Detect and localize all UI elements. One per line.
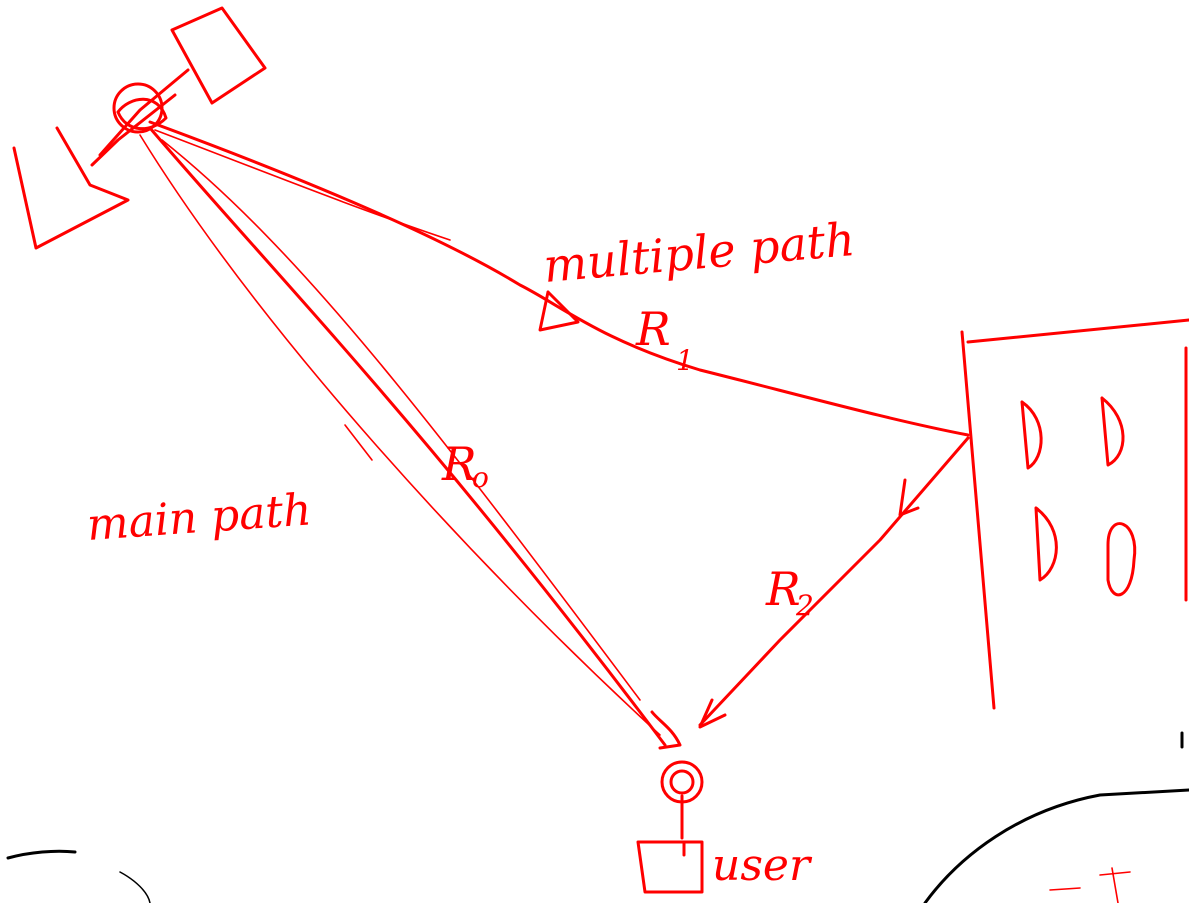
r2-label: R (765, 562, 801, 616)
window-icon (1106, 522, 1137, 597)
r0-label: R (441, 437, 477, 491)
user-label: user (712, 840, 813, 891)
multiple-path-label: multiple path (541, 212, 857, 293)
background-sketch (6, 731, 1189, 903)
window-icon (1100, 396, 1125, 467)
main-path-label: main path (85, 484, 313, 551)
arrow-r2-bottom-icon (698, 698, 727, 729)
multiple-path-line (148, 120, 970, 437)
satellite-icon (12, 6, 267, 250)
arrow-r1-icon (538, 290, 580, 332)
r2-subscript: 2 (795, 589, 814, 622)
window-icon (1034, 506, 1058, 582)
window-icon (1020, 400, 1043, 470)
r1-label: R (635, 302, 671, 356)
reflected-path-line (698, 436, 970, 729)
arrow-r2-top-icon (898, 478, 920, 517)
arrow-r0-icon (650, 710, 682, 750)
r1-subscript: 1 (676, 344, 694, 377)
main-path-line (139, 126, 667, 747)
building-icon (960, 318, 1189, 710)
user-antenna-icon (636, 760, 704, 894)
r0-subscript: o (472, 461, 489, 494)
